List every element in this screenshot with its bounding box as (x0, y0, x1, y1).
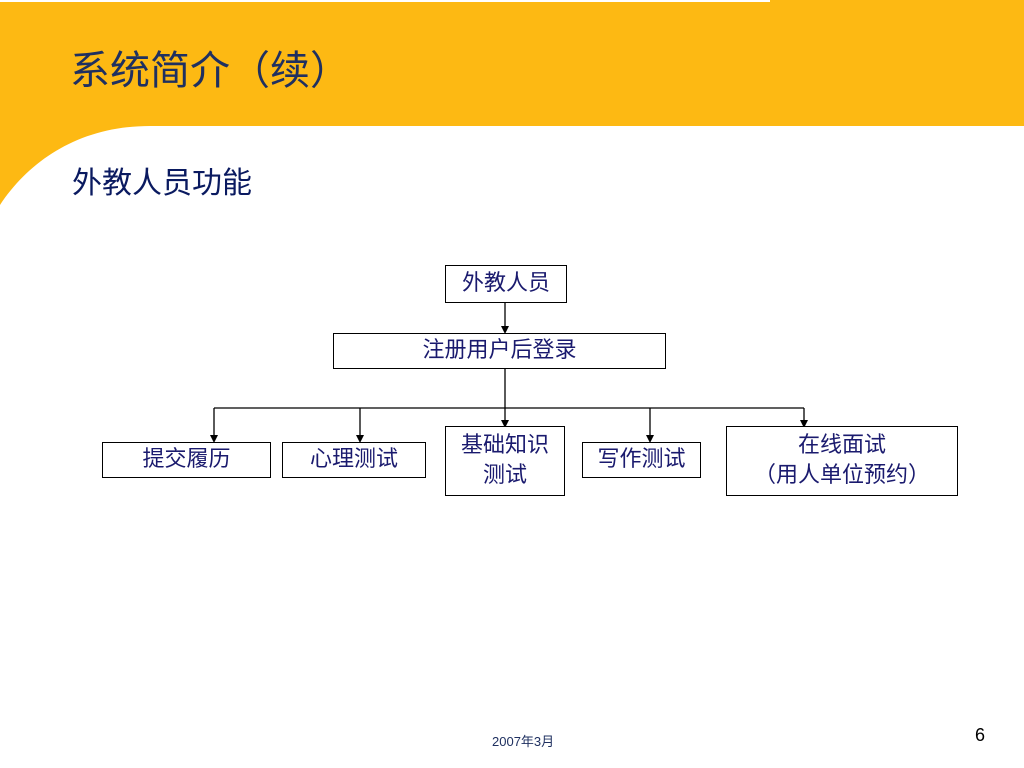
page-number: 6 (975, 725, 986, 745)
node-second-label: 注册用户后登录 (422, 338, 577, 363)
node-child-4-label: 写作测试 (597, 447, 686, 472)
node-child-2: 心理测试 (282, 442, 426, 478)
node-child-5-line-1: 在线面试 (797, 433, 886, 458)
footer-date: 2007年3月 (492, 734, 555, 749)
node-root: 外教人员 (445, 265, 567, 303)
yellow-banner (0, 0, 1024, 205)
node-child-5: 在线面试 （用人单位预约） (726, 426, 958, 496)
banner-shape (0, 0, 1024, 205)
node-child-5-line-2: （用人单位预约） (753, 463, 930, 488)
node-child-1: 提交履历 (102, 442, 271, 478)
node-child-2-label: 心理测试 (309, 447, 398, 472)
node-root-label: 外教人员 (461, 271, 550, 296)
node-child-3-line-2: 测试 (482, 463, 527, 488)
node-child-3-line-1: 基础知识 (460, 433, 549, 458)
node-child-4: 写作测试 (582, 442, 701, 478)
node-child-3: 基础知识 测试 (445, 426, 565, 496)
slide-subtitle: 外教人员功能 (72, 166, 252, 201)
node-second: 注册用户后登录 (333, 333, 666, 369)
banner-top-line (0, 0, 770, 2)
node-child-1-label: 提交履历 (142, 447, 231, 472)
slide-title: 系统简介（续） (70, 48, 350, 94)
